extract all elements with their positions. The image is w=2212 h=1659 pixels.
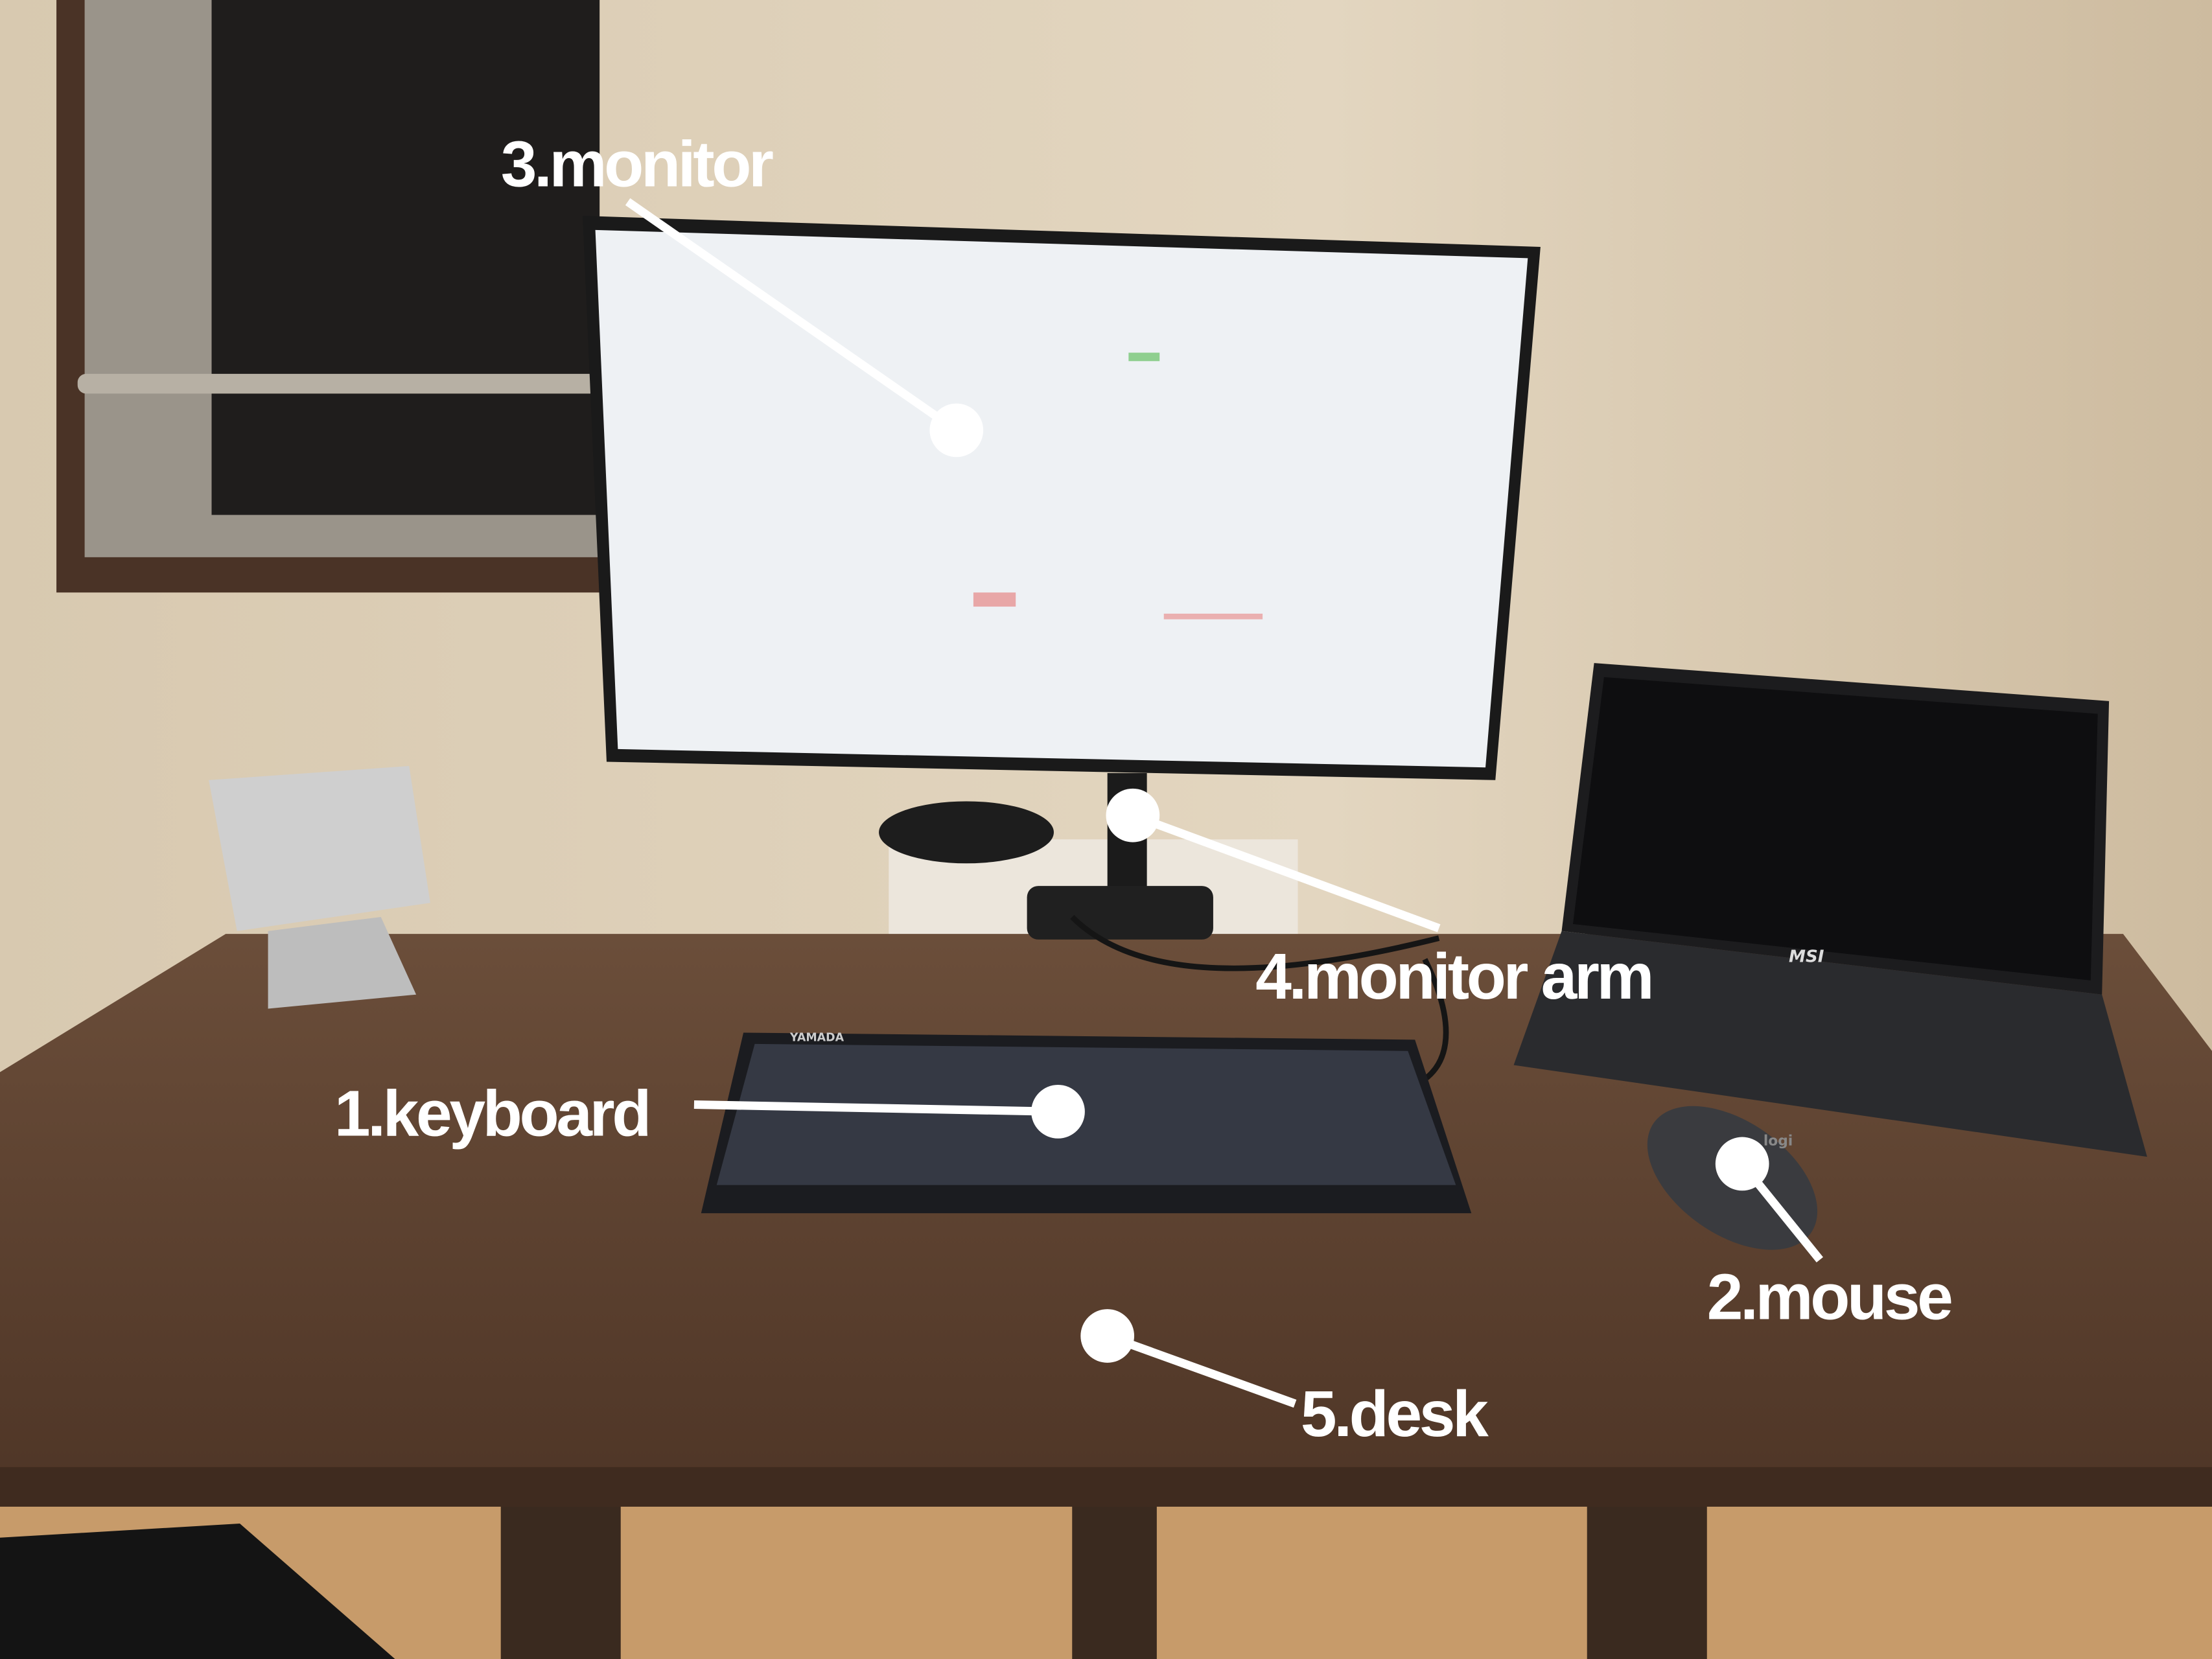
tablet-stand — [209, 766, 430, 1009]
svg-text:YAMADA: YAMADA — [789, 1032, 844, 1045]
annotation-keyboard: 1.keyboard — [334, 1077, 1085, 1150]
annotation-label: 3.monitor — [501, 128, 773, 200]
annotation-dot — [1031, 1085, 1085, 1139]
window — [56, 0, 600, 593]
laptop: MSI — [1513, 663, 2147, 1157]
annotation-dot — [1106, 788, 1160, 842]
annotation-label: 4.monitor arm — [1255, 940, 1651, 1013]
svg-text:MSI: MSI — [1789, 947, 1824, 967]
bag — [0, 1524, 395, 1659]
annotation-label: 1.keyboard — [334, 1077, 649, 1150]
annotation-monitor: 3.monitor — [501, 128, 984, 458]
annotation-dot — [1080, 1309, 1135, 1363]
annotation-label: 2.mouse — [1707, 1260, 1951, 1333]
glasses-case — [879, 801, 1054, 864]
annotation-mouse: 2.mouse — [1707, 1137, 1955, 1333]
desk-leg — [1587, 1495, 1707, 1659]
monitor-arm-base — [1027, 886, 1213, 940]
annotation-label: 5.desk — [1301, 1378, 1489, 1450]
keyboard: YAMADA — [701, 1032, 1472, 1214]
monitor — [582, 216, 1541, 780]
desk-leg — [500, 1495, 621, 1659]
annotation-monitor-arm: 4.monitor arm — [1106, 788, 1655, 1013]
annotation-dot — [1715, 1137, 1769, 1191]
annotation-desk: 5.desk — [1080, 1309, 1491, 1450]
desk-leg — [1072, 1495, 1157, 1659]
annotation-dot — [929, 403, 984, 458]
svg-text:logi: logi — [1764, 1133, 1793, 1150]
